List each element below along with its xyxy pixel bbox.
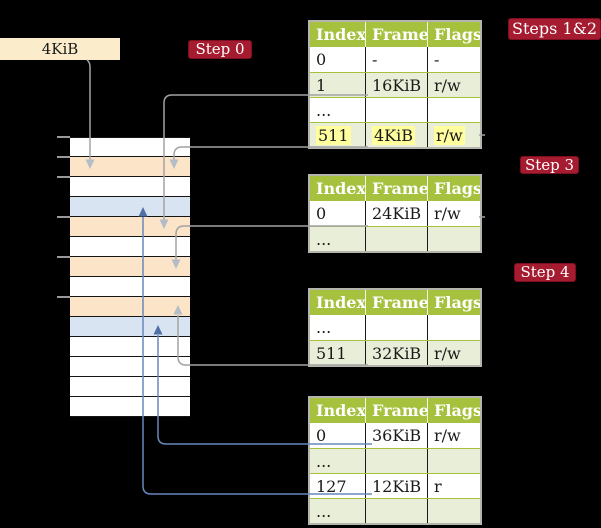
table-cell: ... (310, 449, 366, 473)
table-cell: 0 (310, 201, 366, 226)
table-cell: ... (310, 315, 366, 340)
table-cell: 32KiB (366, 341, 428, 365)
table-cell: r (434, 477, 442, 496)
table-cell: 0 (310, 423, 366, 448)
table-cell: ... (310, 499, 366, 523)
memory-row-orange (70, 257, 190, 277)
column-header-flags: Flags (434, 401, 480, 420)
memory-tick (57, 216, 70, 218)
table-cell (366, 98, 428, 122)
table-row: ... (310, 498, 480, 523)
table-cell: r/w (434, 76, 461, 95)
column-header-frame: Frame (366, 22, 428, 47)
table-cell: 4KiB (366, 123, 428, 147)
table-cell: r/w (434, 204, 461, 223)
column-header-index: Index (310, 22, 366, 47)
memory-row-white (70, 237, 190, 257)
table-row: 0-- (310, 47, 480, 72)
column-header-frame: Frame (366, 290, 428, 315)
table-cell: 24KiB (366, 201, 428, 226)
memory-row-white (70, 277, 190, 297)
memory-row-white (70, 377, 190, 397)
table-cell: 511 (310, 341, 366, 365)
column-header-index: Index (310, 398, 366, 423)
column-header-index: Index (310, 290, 366, 315)
column-header-frame: Frame (366, 176, 428, 201)
table-cell (428, 499, 480, 523)
memory-tick (57, 176, 70, 178)
table-cell (366, 499, 428, 523)
page-size-chip: 4KiB (0, 38, 120, 60)
table-cell: ... (310, 98, 366, 122)
table-cell: - (434, 50, 440, 69)
table-row: ... (310, 226, 480, 251)
table-cell (366, 227, 428, 251)
table-cell (366, 315, 428, 340)
column-header-flags: Flags (434, 179, 480, 198)
memory-tick (57, 136, 70, 138)
column-header-frame: Frame (366, 398, 428, 423)
steps-1-2-badge: Steps 1&2 (508, 18, 601, 40)
table-cell: 36KiB (366, 423, 428, 448)
table-cell (428, 315, 480, 340)
memory-row-white (70, 397, 190, 417)
table-cell: 127 (310, 474, 366, 498)
memory-column (70, 137, 190, 417)
memory-tick (57, 156, 70, 158)
memory-row-white (70, 137, 190, 157)
table-cell: 511 (310, 123, 366, 147)
table-cell: - (366, 47, 428, 72)
highlighted-value: r/w (434, 126, 465, 145)
table-row: ... (310, 97, 480, 122)
table-row: ... (310, 315, 480, 340)
memory-row-orange (70, 157, 190, 177)
step4-badge: Step 4 (514, 263, 576, 282)
memory-row-white (70, 357, 190, 377)
column-header-index: Index (310, 176, 366, 201)
table-cell (428, 449, 480, 473)
memory-row-orange (70, 217, 190, 237)
step0-badge: Step 0 (188, 40, 252, 59)
memory-row-blue (70, 197, 190, 217)
table-cell: 12KiB (366, 474, 428, 498)
table-row: 511 4KiB r/w (310, 122, 480, 147)
table-cell: 0 (310, 47, 366, 72)
memory-tick (57, 256, 70, 258)
table-row: ... (310, 448, 480, 473)
highlighted-value: 511 (316, 126, 351, 145)
column-header-flags: Flags (434, 293, 480, 312)
table-cell (366, 449, 428, 473)
table-cell: r/w (434, 344, 461, 363)
memory-row-orange (70, 297, 190, 317)
memory-row-white (70, 337, 190, 357)
table-cell: 16KiB (366, 73, 428, 97)
step3-badge: Step 3 (520, 156, 579, 174)
table-cell: r/w (434, 426, 461, 445)
table-cell: r/w (428, 123, 480, 147)
memory-row-white (70, 177, 190, 197)
memory-tick (57, 296, 70, 298)
highlighted-value: 4KiB (372, 126, 416, 145)
table-cell (428, 227, 480, 251)
table-cell (428, 98, 480, 122)
column-header-flags: Flags (434, 25, 480, 44)
memory-row-blue (70, 317, 190, 337)
table-cell: 1 (310, 73, 366, 97)
table-cell: ... (310, 227, 366, 251)
